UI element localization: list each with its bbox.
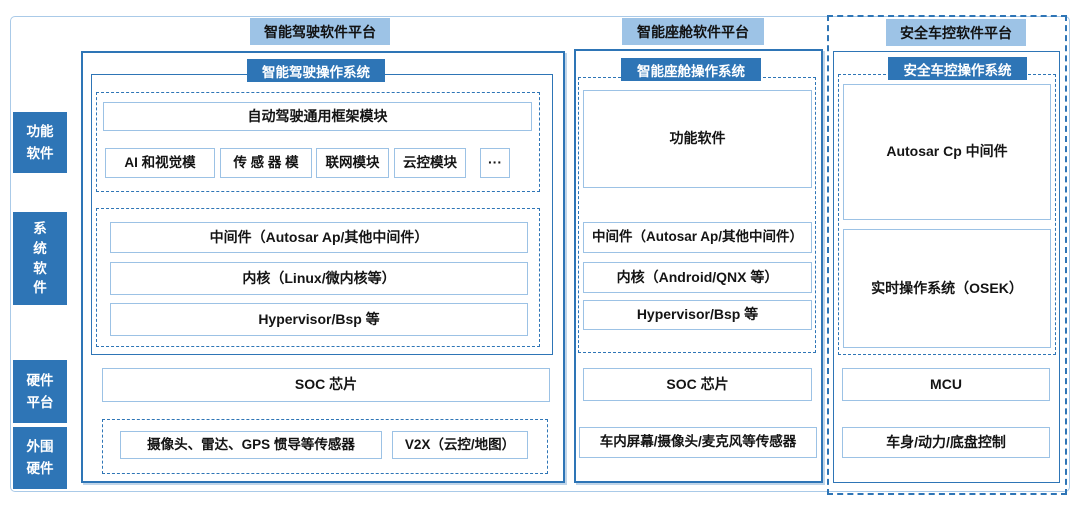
driving-platform-title: 智能驾驶软件平台 (250, 18, 390, 45)
outer-frame (10, 16, 1070, 492)
layer-label-functional-software: 功能 软件 (13, 112, 67, 173)
driving-os-title: 智能驾驶操作系统 (247, 59, 385, 82)
driving-v2x-box: V2X（云控/地图） (392, 431, 528, 459)
driving-kernel-box: 内核（Linux/微内核等） (110, 262, 528, 295)
vehicle-control-chassis-box: 车身/动力/底盘控制 (842, 427, 1050, 458)
vehicle-control-outer-dashed (827, 15, 1067, 495)
cockpit-sensors-box: 车内屏幕/摄像头/麦克风等传感器 (579, 427, 817, 458)
cockpit-os-title: 智能座舱操作系统 (621, 58, 761, 81)
vehicle-control-platform-title: 安全车控软件平台 (886, 19, 1026, 46)
driving-soc-box: SOC 芯片 (102, 368, 550, 402)
vehicle-control-rtos-box: 实时操作系统（OSEK） (843, 229, 1051, 348)
driving-module-ellipsis: ··· (480, 148, 510, 178)
cockpit-functional-software-box: 功能软件 (583, 90, 812, 188)
driving-module-cloud-control: 云控模块 (394, 148, 466, 178)
cockpit-soc-box: SOC 芯片 (583, 368, 812, 401)
layer-label-peripheral-hardware: 外围 硬件 (13, 427, 67, 489)
cockpit-middleware-box: 中间件（Autosar Ap/其他中间件） (583, 222, 812, 253)
driving-module-ai-vision: AI 和视觉模 (105, 148, 215, 178)
layer-label-hardware-platform: 硬件 平台 (13, 360, 67, 423)
driving-module-sensor: 传 感 器 模 (220, 148, 312, 178)
driving-hypervisor-box: Hypervisor/Bsp 等 (110, 303, 528, 336)
driving-system-group (96, 208, 540, 347)
vehicle-control-os-title: 安全车控操作系统 (888, 57, 1027, 80)
cockpit-platform-title: 智能座舱软件平台 (622, 18, 764, 45)
cockpit-hypervisor-box: Hypervisor/Bsp 等 (583, 300, 812, 330)
driving-functional-group (96, 92, 540, 192)
driving-module-networking: 联网模块 (316, 148, 389, 178)
driving-peripheral-group (102, 419, 548, 474)
layer-label-system-software: 系 统 软 件 (13, 212, 67, 305)
vehicle-control-mcu-box: MCU (842, 368, 1050, 401)
driving-framework-box: 自动驾驶通用框架模块 (103, 102, 532, 131)
driving-middleware-box: 中间件（Autosar Ap/其他中间件） (110, 222, 528, 253)
driving-sensors-box: 摄像头、雷达、GPS 惯导等传感器 (120, 431, 382, 459)
vehicle-control-autosar-cp-box: Autosar Cp 中间件 (843, 84, 1051, 220)
cockpit-kernel-box: 内核（Android/QNX 等） (583, 262, 812, 293)
